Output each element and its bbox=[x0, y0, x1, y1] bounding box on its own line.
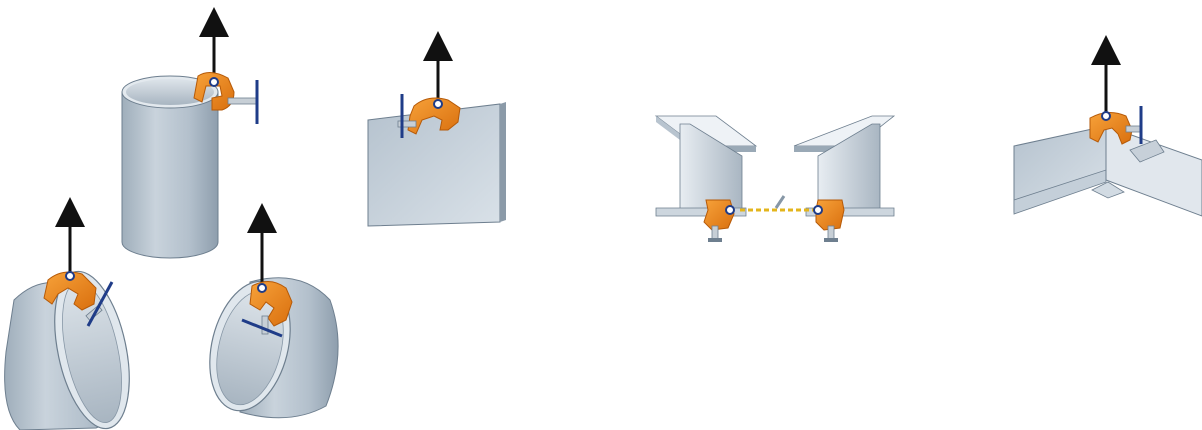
steel-plate bbox=[368, 102, 506, 226]
vertical-pipe bbox=[122, 76, 218, 258]
panel-tilted-pipe-right bbox=[197, 218, 338, 419]
angled-plates bbox=[1014, 126, 1202, 216]
i-beam-right bbox=[794, 116, 894, 216]
panel-vertical-pipe bbox=[122, 22, 257, 258]
lifting-clamp-icon bbox=[814, 200, 844, 230]
lifting-clamp-icon bbox=[704, 200, 734, 230]
panel-vertical-plate bbox=[368, 46, 506, 226]
panel-tilted-pipe-left bbox=[5, 212, 142, 430]
panel-i-beam-pair bbox=[656, 116, 894, 242]
panel-angled-plate bbox=[1014, 50, 1202, 216]
screw-handle-icon bbox=[228, 80, 257, 124]
